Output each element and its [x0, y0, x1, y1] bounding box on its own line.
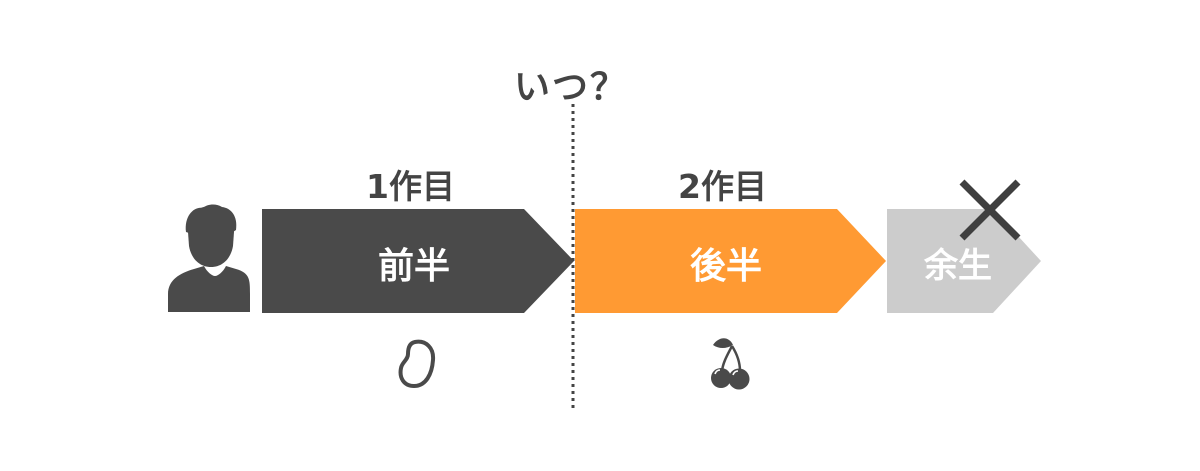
first-work-heading: 1作目	[366, 167, 455, 206]
stage-rest-arrow	[887, 209, 1041, 313]
stage-second-half-arrow	[575, 209, 886, 313]
first-half-label: 前半	[378, 246, 451, 287]
bean-icon	[398, 339, 436, 388]
person-icon	[168, 204, 250, 312]
stage-first-half-arrow	[262, 209, 574, 313]
second-half-label: 後半	[690, 246, 763, 287]
rest-of-life-label: 余生	[924, 246, 992, 286]
second-work-heading: 2作目	[678, 167, 767, 206]
cherry-icon	[711, 338, 750, 390]
cross-icon	[959, 179, 1021, 241]
question-label: いつ？	[514, 67, 629, 108]
